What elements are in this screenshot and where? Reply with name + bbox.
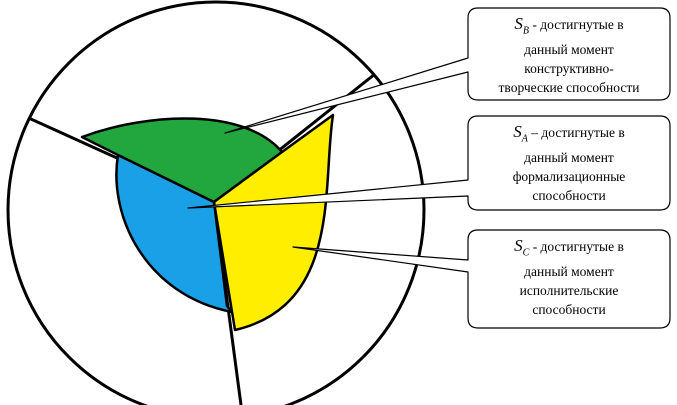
callout-text-constructive: SB - достигнутые в данный момент конструкт… [466,14,672,97]
ability-symbol: SB [514,14,530,37]
callout-line: данный момент [524,264,614,280]
callout-line-text: – достигнутые в [527,125,625,140]
callout-line: творческие способности [498,80,640,96]
callout-line-text: - достигнутые в [529,239,624,254]
ability-symbol: SC [514,236,530,259]
callout-line: SC - достигнутые в [466,236,672,262]
ability-symbol-subscript: A [521,133,528,145]
callout-line: данный момент [524,42,614,58]
callout-text-executive: SC - достигнутые в данный момент исполните… [466,236,672,319]
ability-symbol-subscript: B [522,25,530,37]
region-constructive-creative-abilities [80,117,284,204]
callout-line: SB - достигнутые в [466,14,672,40]
ability-symbol: SA [513,122,528,145]
callout-line-text: - достигнутые в [529,17,624,32]
callout-line: способности [532,302,606,318]
ability-symbol-subscript: C [522,247,530,259]
callout-line: SA – достигнутые в [466,122,672,148]
callout-line: формализационные [512,169,626,185]
callout-line: исполнительские [519,283,619,299]
callout-line: данный момент [524,150,614,166]
callout-bubble-b [224,7,671,134]
callout-bubble-c [292,229,671,329]
callout-bubble-a [187,115,671,211]
callout-line: способности [532,188,606,204]
callout-text-formalization: SA – достигнутые в данный момент формализа… [466,122,672,205]
region-formalization-abilities [115,153,234,314]
region-executive-abilities [212,113,335,332]
callout-line: конструктивно- [524,61,614,77]
